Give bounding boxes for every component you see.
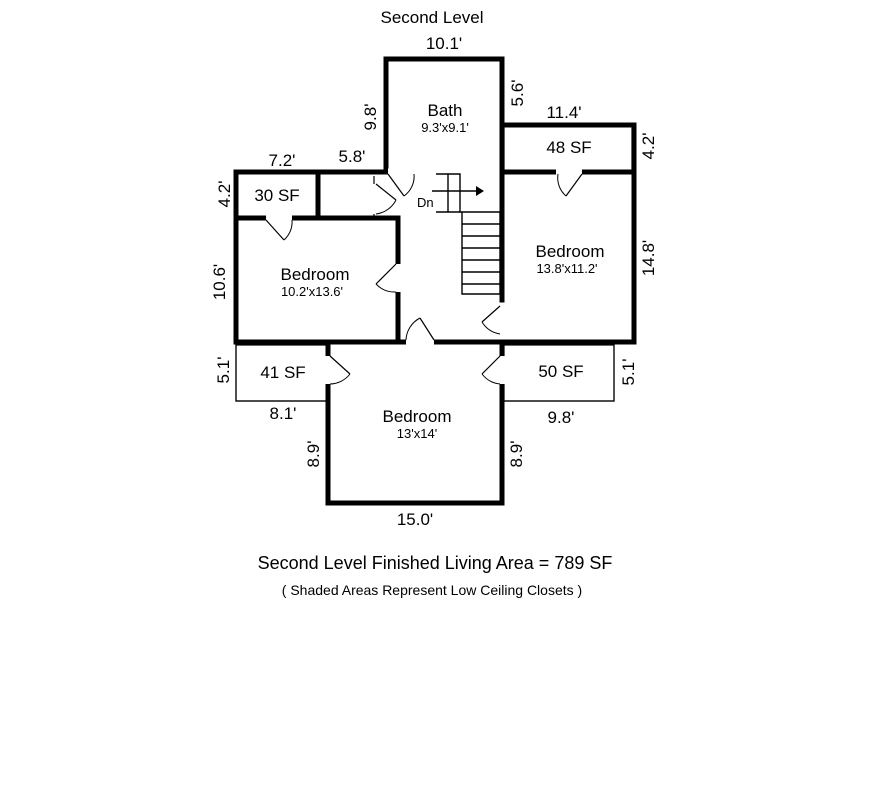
dim-bath-right-height: 5.6': [508, 80, 527, 107]
door-bath: [387, 168, 415, 197]
closet-top-left-area: 30 SF: [254, 186, 299, 205]
door-bedroom-bottom: [405, 317, 435, 346]
door-hall-closet: [370, 183, 397, 215]
dim-closet-top-left-height: 4.2': [215, 181, 234, 208]
room-bedroom-left-name: Bedroom: [281, 265, 350, 284]
door-closet-mid-left: [324, 355, 351, 385]
dim-bedroom-bottom-left-height: 8.9': [304, 441, 323, 468]
door-closet-mid-right: [481, 355, 506, 385]
dim-bedroom-bottom-width: 15.0': [397, 510, 433, 529]
dim-closet-mid-right-width: 9.8': [548, 408, 575, 427]
dim-closet-top-left-width: 7.2': [269, 151, 296, 170]
room-bath-size: 9.3'x9.1': [421, 120, 469, 135]
dim-closet-mid-left-width: 8.1': [270, 404, 297, 423]
stairs-label: Dn: [417, 195, 434, 210]
dim-hall-top-width: 5.8': [339, 147, 366, 166]
shaded-areas-note: ( Shaded Areas Represent Low Ceiling Clo…: [282, 582, 582, 598]
closet-top-left-walls: [233, 169, 321, 221]
bath-walls: [383, 56, 505, 175]
dimension-labels: 10.1' 5.6' 9.8' 11.4' 4.2' 7.2' 5.8' 4.2…: [210, 34, 658, 529]
closet-top-right-area: 48 SF: [546, 138, 591, 157]
door-closet-top-right: [556, 168, 583, 197]
room-bedroom-right-name: Bedroom: [536, 242, 605, 261]
room-labels: Bath 9.3'x9.1' Bedroom 10.2'x13.6' Bedro…: [281, 101, 605, 441]
bottom-bedroom-walls: [325, 339, 505, 506]
stair-arrow-icon: [476, 186, 484, 196]
closet-mid-left-outline: [235, 342, 328, 402]
room-bath-name: Bath: [428, 101, 463, 120]
stair-outline: [436, 173, 501, 295]
closet-mid-left-area: 41 SF: [260, 363, 305, 382]
door-bedroom-right: [481, 305, 506, 335]
closet-top-right-walls: [499, 122, 637, 175]
dim-bedroom-bottom-right-height: 8.9': [507, 441, 526, 468]
room-bedroom-left-size: 10.2'x13.6': [281, 284, 343, 299]
dim-bath-width: 10.1': [426, 34, 462, 53]
dim-closet-mid-right-height: 5.1': [619, 359, 638, 386]
plan-title: Second Level: [380, 8, 483, 27]
dim-bath-left-height: 9.8': [361, 104, 380, 131]
dim-bedroom-left-height: 10.6': [210, 264, 229, 300]
closet-labels: 30 SF 48 SF 41 SF 50 SF: [254, 138, 591, 382]
hall-closet-outline: [318, 176, 375, 219]
door-closet-top-left: [265, 214, 293, 241]
dim-closet-mid-left-height: 5.1': [214, 357, 233, 384]
door-bedroom-left: [375, 263, 402, 293]
room-bedroom-bottom-name: Bedroom: [383, 407, 452, 426]
room-bedroom-bottom-size: 13'x14': [397, 426, 437, 441]
stairs: Dn: [417, 173, 501, 295]
dim-closet-top-right-width: 11.4': [546, 103, 581, 122]
closet-mid-right-outline: [502, 342, 615, 402]
doors: [265, 168, 583, 385]
room-bedroom-right-size: 13.8'x11.2': [536, 261, 597, 276]
closet-mid-right-area: 50 SF: [538, 362, 583, 381]
living-area-note: Second Level Finished Living Area = 789 …: [258, 553, 613, 573]
dim-bedroom-right-height: 14.8': [639, 240, 658, 276]
dim-closet-top-right-height: 4.2': [639, 133, 658, 160]
